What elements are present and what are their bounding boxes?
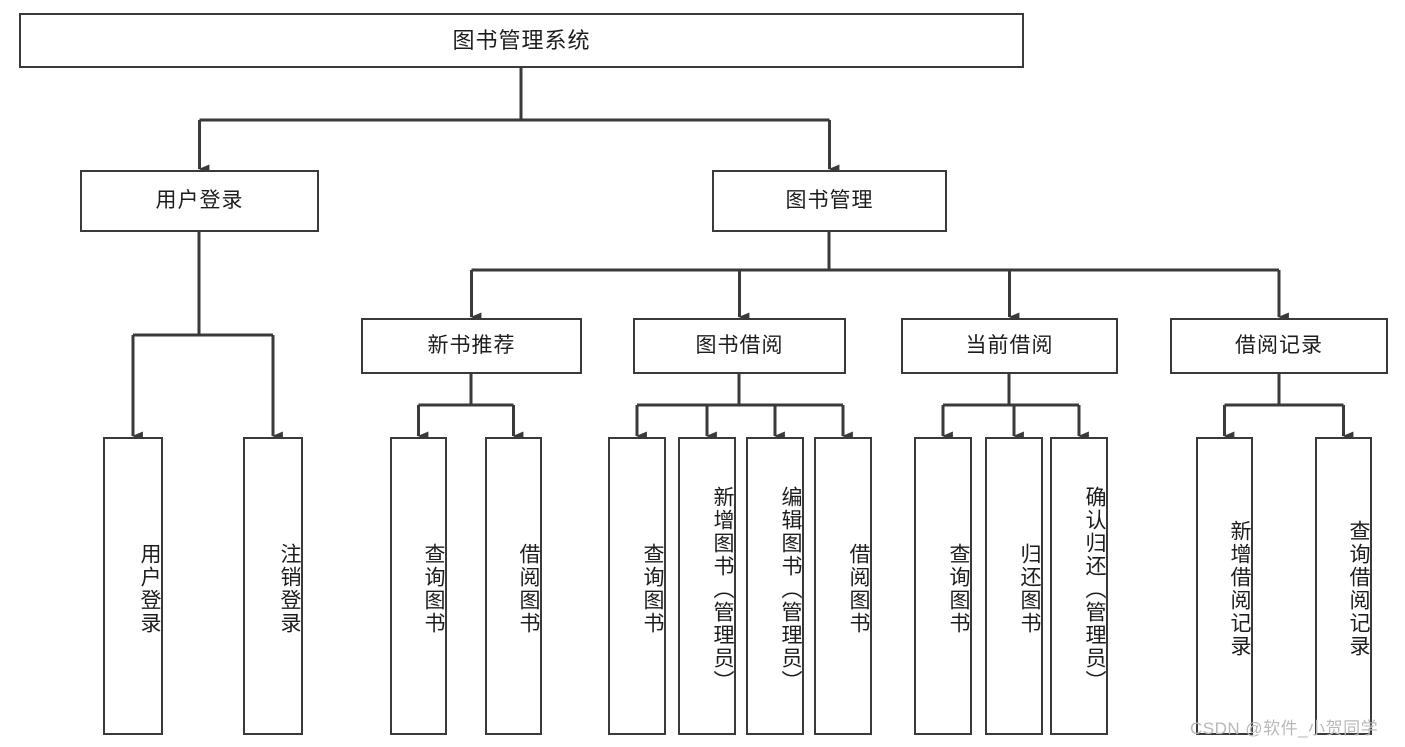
- node-leaf-return-book[interactable]: 归还图书: [985, 437, 1043, 735]
- node-root[interactable]: 图书管理系统: [19, 13, 1024, 68]
- node-borrow-record[interactable]: 借阅记录: [1170, 318, 1388, 374]
- node-new-book-rec[interactable]: 新书推荐: [361, 318, 582, 374]
- watermark-label: CSDN @软件_小贺同学: [1190, 719, 1379, 738]
- node-leaf-add-book[interactable]: 新增图书（管理员）: [678, 437, 736, 735]
- node-leaf-borrow-book-1[interactable]: 借阅图书: [485, 437, 542, 735]
- node-leaf-add-record[interactable]: 新增借阅记录: [1196, 437, 1253, 735]
- node-leaf-confirm-return[interactable]: 确认归还（管理员）: [1050, 437, 1108, 735]
- node-leaf-user-login[interactable]: 用户登录: [103, 437, 163, 735]
- node-leaf-borrow-book-2[interactable]: 借阅图书: [814, 437, 872, 735]
- node-book-manage[interactable]: 图书管理: [712, 170, 947, 232]
- node-leaf-query-book-2[interactable]: 查询图书: [608, 437, 666, 735]
- node-leaf-edit-book[interactable]: 编辑图书（管理员）: [746, 437, 804, 735]
- node-leaf-query-record[interactable]: 查询借阅记录: [1315, 437, 1372, 735]
- node-current-borrow[interactable]: 当前借阅: [901, 318, 1118, 374]
- node-book-borrow[interactable]: 图书借阅: [633, 318, 846, 374]
- node-leaf-query-book-3[interactable]: 查询图书: [914, 437, 972, 735]
- node-user-login[interactable]: 用户登录: [80, 170, 319, 232]
- node-leaf-user-logout[interactable]: 注销登录: [243, 437, 303, 735]
- node-leaf-query-book-1[interactable]: 查询图书: [390, 437, 447, 735]
